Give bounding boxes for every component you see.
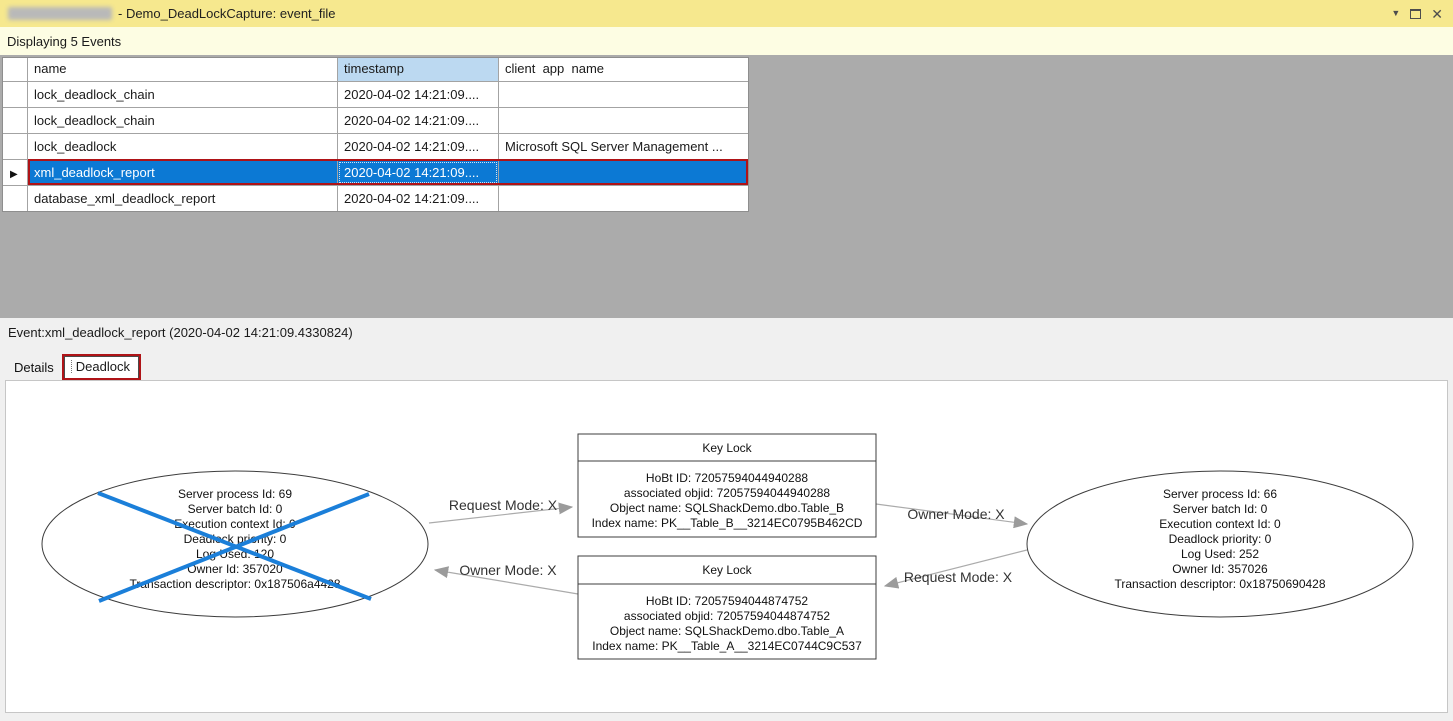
svg-text:Index name: PK__Table_B__3214E: Index name: PK__Table_B__3214EC0795B462C… (592, 516, 863, 530)
svg-text:Owner Id: 357026: Owner Id: 357026 (1172, 562, 1268, 576)
window-menu-icon[interactable]: ▼ (1391, 8, 1401, 18)
cell-name: lock_deadlock_chain (28, 108, 338, 133)
cell-timestamp: 2020-04-02 14:21:09.... (338, 82, 499, 107)
column-header-client-app-name[interactable]: client app name (505, 61, 605, 76)
svg-text:associated objid: 720575940449: associated objid: 72057594044940288 (624, 486, 831, 500)
svg-text:Server process Id: 69: Server process Id: 69 (178, 487, 292, 501)
svg-text:Execution context Id: 0: Execution context Id: 0 (1159, 517, 1281, 531)
resource-node-keylock-bottom[interactable]: Key Lock HoBt ID: 72057594044874752 asso… (577, 555, 877, 660)
cell-client-app-name (499, 186, 748, 211)
tab-deadlock[interactable]: Deadlock (61, 354, 141, 380)
deadlock-graph: Request Mode: X Owner Mode: X Owner Mode… (41, 433, 1414, 660)
edge-label: Owner Mode: X (907, 506, 1005, 522)
events-count-text: Displaying 5 Events (7, 33, 122, 49)
svg-text:Execution context Id: 0: Execution context Id: 0 (174, 517, 296, 531)
svg-text:Log Used: 252: Log Used: 252 (1181, 547, 1259, 561)
svg-text:Object name: SQLShackDemo.dbo.: Object name: SQLShackDemo.dbo.Table_B (610, 501, 844, 515)
tab-focus-dots (70, 360, 72, 373)
process-node-victim[interactable]: Server process Id: 69 Server batch Id: 0… (41, 470, 429, 618)
events-table: name timestamp client app name lock_dead… (2, 57, 749, 212)
svg-text:Server batch Id: 0: Server batch Id: 0 (1173, 502, 1268, 516)
row-selector-header (3, 58, 28, 81)
svg-text:Object name: SQLShackDemo.dbo.: Object name: SQLShackDemo.dbo.Table_A (610, 624, 844, 638)
svg-text:Transaction descriptor: 0x1875: Transaction descriptor: 0x187506a4428 (129, 577, 340, 591)
table-row-selected[interactable]: ▶ xml_deadlock_report 2020-04-02 14:21:0… (3, 159, 748, 185)
events-table-header: name timestamp client app name (3, 58, 748, 81)
cell-client-app-name: Microsoft SQL Server Management ... (505, 139, 723, 154)
window-controls: ▼ ✕ (1391, 0, 1443, 27)
svg-text:HoBt ID: 72057594044940288: HoBt ID: 72057594044940288 (646, 471, 808, 485)
svg-text:Index name: PK__Table_A__3214E: Index name: PK__Table_A__3214EC0744C9C53… (592, 639, 862, 653)
tab-details[interactable]: Details (14, 360, 54, 375)
cell-timestamp: 2020-04-02 14:21:09.... (338, 160, 499, 185)
edge-label: Owner Mode: X (459, 562, 557, 578)
events-count-bar: Displaying 5 Events (0, 27, 1453, 56)
current-row-arrow-icon: ▶ (10, 169, 18, 180)
event-detail-title: Event:xml_deadlock_report (2020-04-02 14… (8, 325, 353, 340)
cell-timestamp: 2020-04-02 14:21:09.... (338, 134, 499, 159)
svg-text:Key Lock: Key Lock (702, 563, 752, 577)
svg-text:Owner Id: 357020: Owner Id: 357020 (187, 562, 283, 576)
cell-name: database_xml_deadlock_report (28, 186, 338, 211)
svg-text:Transaction descriptor: 0x1875: Transaction descriptor: 0x18750690428 (1114, 577, 1325, 591)
detail-tabs: Details Deadlock (10, 354, 141, 380)
svg-text:Log Used: 120: Log Used: 120 (196, 547, 274, 561)
window-title: - Demo_DeadLockCapture: event_file (118, 6, 336, 21)
edge-owner-right: Owner Mode: X (875, 503, 1029, 529)
table-row[interactable]: lock_deadlock_chain 2020-04-02 14:21:09.… (3, 107, 748, 133)
cell-client-app-name (499, 160, 748, 185)
close-icon[interactable]: ✕ (1431, 5, 1443, 22)
svg-text:Server batch Id: 0: Server batch Id: 0 (188, 502, 283, 516)
deadlock-graph-panel: Request Mode: X Owner Mode: X Owner Mode… (5, 380, 1448, 713)
svg-text:HoBt ID: 72057594044874752: HoBt ID: 72057594044874752 (646, 594, 808, 608)
title-bar: - Demo_DeadLockCapture: event_file ▼ ✕ (0, 0, 1453, 27)
cell-client-app-name (499, 82, 748, 107)
events-grid-area: name timestamp client app name lock_dead… (0, 56, 1453, 318)
svg-text:Deadlock priority: 0: Deadlock priority: 0 (1169, 532, 1272, 546)
edge-label: Request Mode: X (449, 497, 558, 513)
table-row[interactable]: database_xml_deadlock_report 2020-04-02 … (3, 185, 748, 211)
cell-name: lock_deadlock_chain (28, 82, 338, 107)
resource-node-keylock-top[interactable]: Key Lock HoBt ID: 72057594044940288 asso… (577, 433, 877, 538)
maximize-icon[interactable] (1410, 8, 1422, 19)
column-header-timestamp[interactable]: timestamp (338, 58, 499, 81)
redacted-server-name (8, 7, 112, 20)
cell-name: xml_deadlock_report (28, 160, 338, 185)
cell-client-app-name (499, 108, 748, 133)
edge-request-left: Request Mode: X (428, 497, 574, 524)
svg-text:associated objid: 720575940448: associated objid: 72057594044874752 (624, 609, 831, 623)
process-node-survivor[interactable]: Server process Id: 66 Server batch Id: 0… (1026, 470, 1414, 618)
tab-deadlock-label: Deadlock (75, 359, 130, 374)
cell-timestamp: 2020-04-02 14:21:09.... (338, 186, 499, 211)
cell-timestamp: 2020-04-02 14:21:09.... (338, 108, 499, 133)
table-row[interactable]: lock_deadlock_chain 2020-04-02 14:21:09.… (3, 81, 748, 107)
table-row[interactable]: lock_deadlock 2020-04-02 14:21:09.... Mi… (3, 133, 748, 159)
edge-owner-left: Owner Mode: X (433, 562, 579, 595)
victim-cross-icon (97, 491, 372, 603)
edge-request-right: Request Mode: X (883, 549, 1028, 589)
svg-text:Key Lock: Key Lock (702, 441, 752, 455)
edge-label: Request Mode: X (904, 569, 1013, 585)
event-detail-section: Event:xml_deadlock_report (2020-04-02 14… (0, 318, 1453, 721)
svg-text:Server process Id: 66: Server process Id: 66 (1163, 487, 1277, 501)
cell-name: lock_deadlock (28, 134, 338, 159)
column-header-name[interactable]: name (28, 58, 338, 81)
